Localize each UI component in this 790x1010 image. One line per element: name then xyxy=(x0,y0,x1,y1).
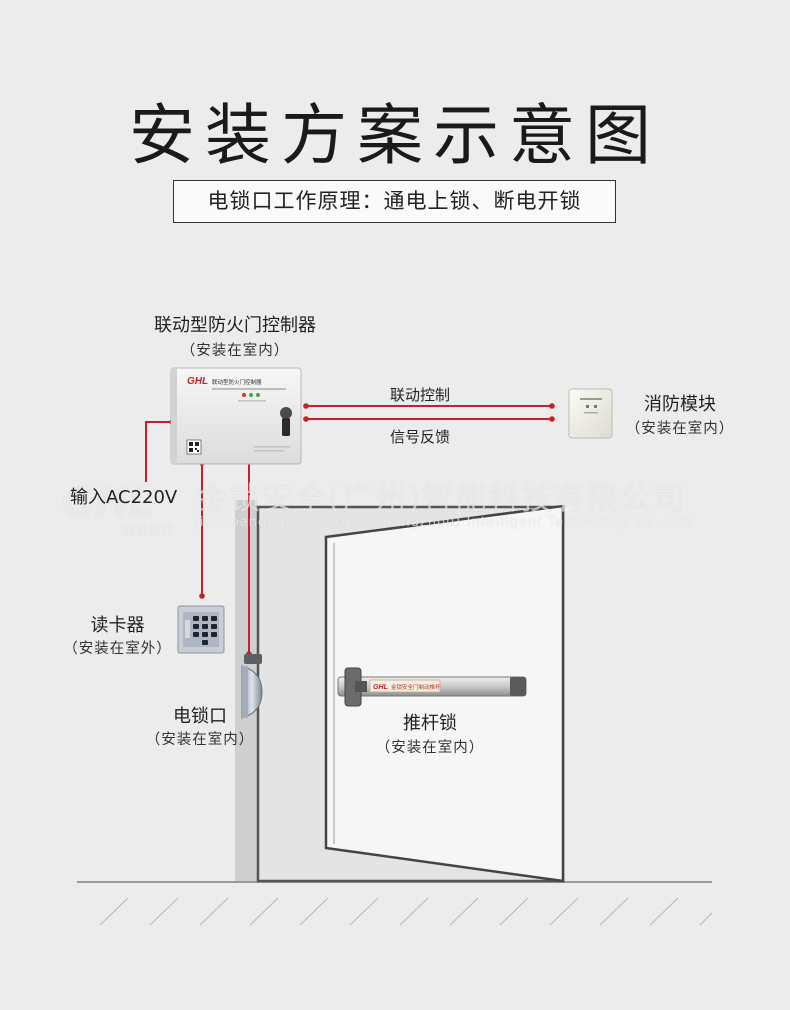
fire-module-label: 消防模块 xyxy=(644,394,716,415)
electric-lock-device xyxy=(241,654,263,719)
push-bar-name: 推杆锁 xyxy=(403,713,457,734)
watermark-company-cn: 金锁安全(广州)智能科技有限公司 xyxy=(196,481,687,517)
push-bar-logo: GHL xyxy=(373,684,388,691)
floor-hatching xyxy=(99,897,713,926)
push-bar-label: 金锁安全门制动推杆 xyxy=(391,683,441,691)
page-title: 安装方案示意图 xyxy=(129,97,661,174)
watermark-logo: GHL xyxy=(62,480,154,526)
card-reader-label: 读卡器 xyxy=(90,615,145,636)
electric-lock-location: （安装在室内） xyxy=(145,732,255,748)
watermark-company-en: Jinsuoanquan Security (Guangzhou) Intell… xyxy=(195,515,694,530)
red-wires xyxy=(145,405,552,654)
link-control-label: 联动控制 xyxy=(389,386,450,404)
fire-module-device xyxy=(568,388,613,439)
watermark-logo-cn: 金锁安全 xyxy=(122,523,175,538)
card-reader-location: （安装在室外） xyxy=(63,641,172,657)
key-lock-icon xyxy=(280,407,292,419)
controller-box: GHL 联动型防火门控制器 xyxy=(170,367,302,465)
controller-label: 联动型防火门控制器 xyxy=(154,315,316,336)
push-bar-location: （安装在室内） xyxy=(375,740,485,756)
principle-box: 电锁口工作原理：通电上锁、断电开锁 xyxy=(173,180,616,223)
controller-brand-logo: GHL xyxy=(187,376,208,387)
card-reader-device xyxy=(177,605,225,654)
controller-location: （安装在室内） xyxy=(180,343,290,359)
controller-panel-label: 联动型防火门控制器 xyxy=(212,378,262,386)
push-bar-device: GHL 金锁安全门制动推杆 xyxy=(337,667,527,707)
qr-code-icon xyxy=(186,439,202,455)
electric-lock-label: 电锁口 xyxy=(173,706,227,727)
power-input-label: 输入AC220V xyxy=(70,487,178,508)
fire-module-location: （安装在室内） xyxy=(625,421,735,437)
signal-feedback-label: 信号反馈 xyxy=(389,428,450,446)
power-wire xyxy=(145,421,172,482)
